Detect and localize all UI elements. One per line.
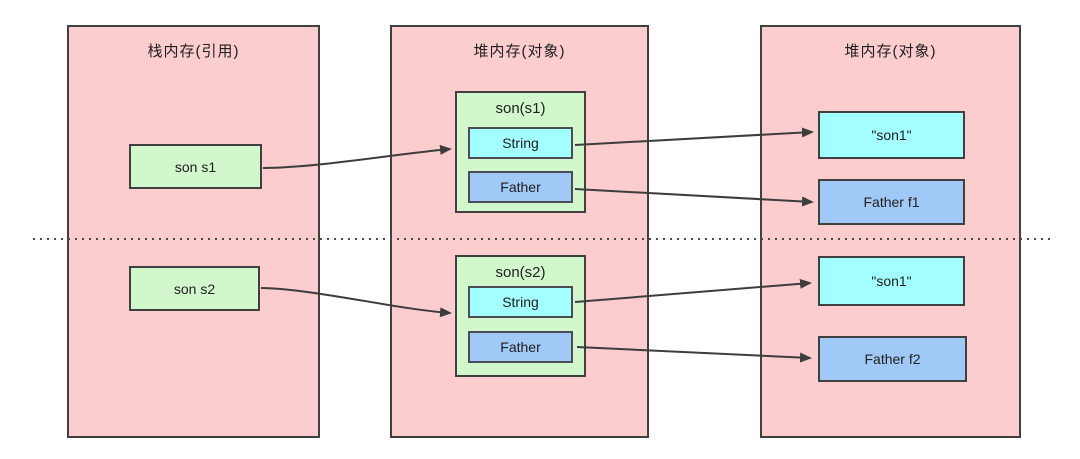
string-field-label: String xyxy=(502,135,539,151)
heap-value-father-f2: Father f2 xyxy=(818,336,967,382)
object-son-s2-father-field: Father xyxy=(468,331,573,363)
string-field-label: String xyxy=(502,294,539,310)
heap-value-son1-top: "son1" xyxy=(818,111,965,159)
object-son-s2-title: son(s2) xyxy=(495,264,546,281)
heap-value-father-f2-label: Father f2 xyxy=(864,351,921,367)
object-son-s2-string-field: String xyxy=(468,286,573,318)
object-son-s1: son(s1) String Father xyxy=(455,91,586,213)
object-son-s1-title: son(s1) xyxy=(495,100,546,117)
object-son-s1-string-field: String xyxy=(468,127,573,159)
panel-stack-memory: 栈内存(引用) son s1 son s2 xyxy=(67,25,320,438)
object-son-s1-father-field: Father xyxy=(468,171,573,203)
stack-ref-son-s2-label: son s2 xyxy=(173,280,216,297)
father-field-label: Father xyxy=(500,179,541,195)
stack-ref-son-s2: son s2 xyxy=(129,266,260,311)
father-field-label: Father xyxy=(500,339,541,355)
heap-value-son1-bottom-label: "son1" xyxy=(871,273,912,289)
heap-value-father-f1-label: Father f1 xyxy=(863,194,920,210)
panel-stack-title: 栈内存(引用) xyxy=(147,43,240,60)
object-son-s2: son(s2) String Father xyxy=(455,255,586,377)
heap-value-son1-top-label: "son1" xyxy=(871,127,912,143)
panel-heap-values-title: 堆内存(对象) xyxy=(844,43,937,60)
panel-heap-objects: 堆内存(对象) son(s1) String Father son(s2) St… xyxy=(390,25,649,438)
stack-ref-son-s1-label: son s1 xyxy=(174,158,217,175)
panel-heap-values: 堆内存(对象) "son1" Father f1 "son1" Father f… xyxy=(760,25,1021,438)
panel-heap-objects-title: 堆内存(对象) xyxy=(473,43,566,60)
heap-value-son1-bottom: "son1" xyxy=(818,256,965,306)
heap-value-father-f1: Father f1 xyxy=(818,179,965,225)
stack-ref-son-s1: son s1 xyxy=(129,144,262,189)
